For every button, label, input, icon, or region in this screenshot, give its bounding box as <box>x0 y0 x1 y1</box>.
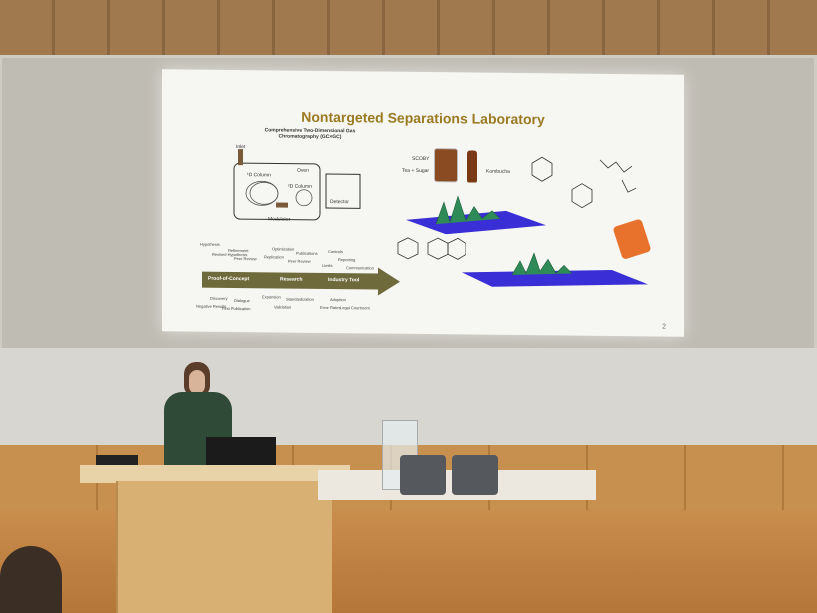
timeline-top-label: Limits <box>322 262 333 269</box>
timeline-top-label: Publications <box>296 250 318 256</box>
timeline-bottom-label: Discovery <box>210 295 228 301</box>
timeline-top-label: Controls <box>328 249 343 255</box>
scoby-label: SCOBY <box>412 155 430 163</box>
chromatogram-surface-lower <box>462 252 648 287</box>
timeline-top-label: Optimization <box>272 246 295 252</box>
column1-label: ¹D Column <box>247 172 271 179</box>
timeline-top-label: Peer Review <box>288 258 311 264</box>
oven-label: Oven <box>297 167 309 174</box>
slide-title: Nontargeted Separations Laboratory <box>301 108 545 128</box>
kombucha-jar-icon <box>434 148 458 183</box>
column2-label: ²D Column <box>288 183 312 190</box>
timeline-top-label: Refinement <box>228 247 249 254</box>
timeline-top-label: Peer Review <box>234 256 257 262</box>
presentation-slide: Nontargeted Separations Laboratory Compr… <box>162 69 684 337</box>
podium-cabinet <box>116 481 332 613</box>
desk-monitor <box>206 437 276 465</box>
presenter-face <box>189 370 205 394</box>
stage-industry-tool: Industry Tool <box>328 277 360 284</box>
detector-label: Detector <box>330 199 349 206</box>
stage-research: Research <box>280 276 303 283</box>
podium-top <box>80 465 350 483</box>
timeline-top-label: Replication <box>264 254 284 260</box>
timeline-bottom-label: Validation <box>274 304 292 310</box>
modulator-label: Modulator <box>268 216 291 223</box>
chair <box>400 455 446 495</box>
timeline-bottom-label: Adoption <box>330 297 346 303</box>
molecule-structures-icon <box>531 156 637 209</box>
chromatogram-surface-upper <box>406 195 546 235</box>
stage-proof-of-concept: Proof-of-Concept <box>208 275 250 283</box>
timeline-arrow <box>202 267 400 296</box>
aromatic-molecules-icon <box>397 237 466 260</box>
timeline-bottom-label: Legal Courtroom <box>340 305 370 311</box>
gcxgc-schematic <box>233 149 361 221</box>
inlet-label: Inlet <box>236 144 246 151</box>
kombucha-label: Kombucha <box>486 168 510 175</box>
podium <box>80 465 350 613</box>
timeline-top-label: Reporting <box>338 257 356 263</box>
timeline-top-label: Hypothesis <box>200 241 220 247</box>
timeline-bottom-label: First Publication <box>222 305 251 312</box>
timeline-bottom-label: Dialogue <box>234 298 250 304</box>
tea-sugar-label: Tea + Sugar <box>402 167 430 175</box>
kombucha-bottle-icon <box>467 150 477 183</box>
wooden-ceiling <box>0 0 817 62</box>
timeline-bottom-label: Standardization <box>286 296 314 302</box>
gcxgc-heading: Comprehensive Two-Dimensional Gas Chroma… <box>264 127 356 141</box>
timeline-bottom-label: Error Rates <box>320 304 341 311</box>
timeline-top-label: Communication <box>346 265 374 271</box>
audience-head <box>0 546 62 613</box>
timeline-bottom-label: Expansion <box>262 294 281 300</box>
slide-page-number: 2 <box>662 323 666 331</box>
chair <box>452 455 498 495</box>
